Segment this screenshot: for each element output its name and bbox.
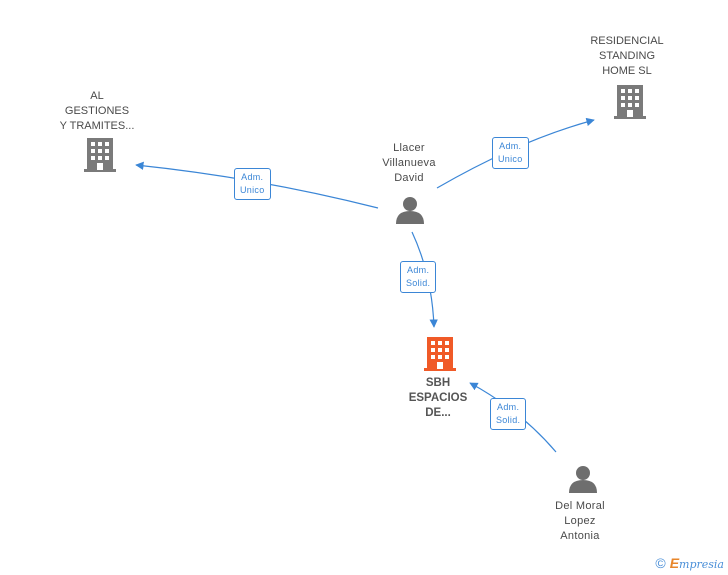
person-icon[interactable] bbox=[396, 197, 424, 224]
logo-initial: E bbox=[669, 555, 680, 571]
company-label-sbh[interactable]: SBH ESPACIOS DE... bbox=[408, 377, 468, 419]
building-icon[interactable] bbox=[614, 85, 646, 119]
edge-label-adm-solid: Adm. Solid. bbox=[400, 261, 437, 293]
building-icon[interactable] bbox=[424, 337, 456, 371]
company-label-residencial[interactable]: RESIDENCIAL STANDING HOME SL bbox=[590, 35, 664, 77]
edge-label-adm-solid: Adm. Solid. bbox=[490, 398, 527, 430]
building-icon[interactable] bbox=[84, 138, 116, 172]
company-label-al-gestiones[interactable]: AL GESTIONES Y TRAMITES... bbox=[59, 90, 135, 132]
logo-text: mpresia bbox=[679, 558, 724, 571]
empresia-logo: Empresia bbox=[670, 555, 724, 571]
empresia-watermark: © Empresia bbox=[655, 555, 724, 571]
person-icon[interactable] bbox=[569, 466, 597, 493]
edge-label-adm-unico: Adm. Unico bbox=[492, 137, 529, 169]
person-label-llacer[interactable]: Llacer Villanueva David bbox=[382, 142, 436, 184]
edge-label-adm-unico: Adm. Unico bbox=[234, 168, 271, 200]
copyright-icon: © bbox=[655, 555, 666, 571]
person-label-delmoral[interactable]: Del Moral Lopez Antonia bbox=[555, 500, 605, 542]
